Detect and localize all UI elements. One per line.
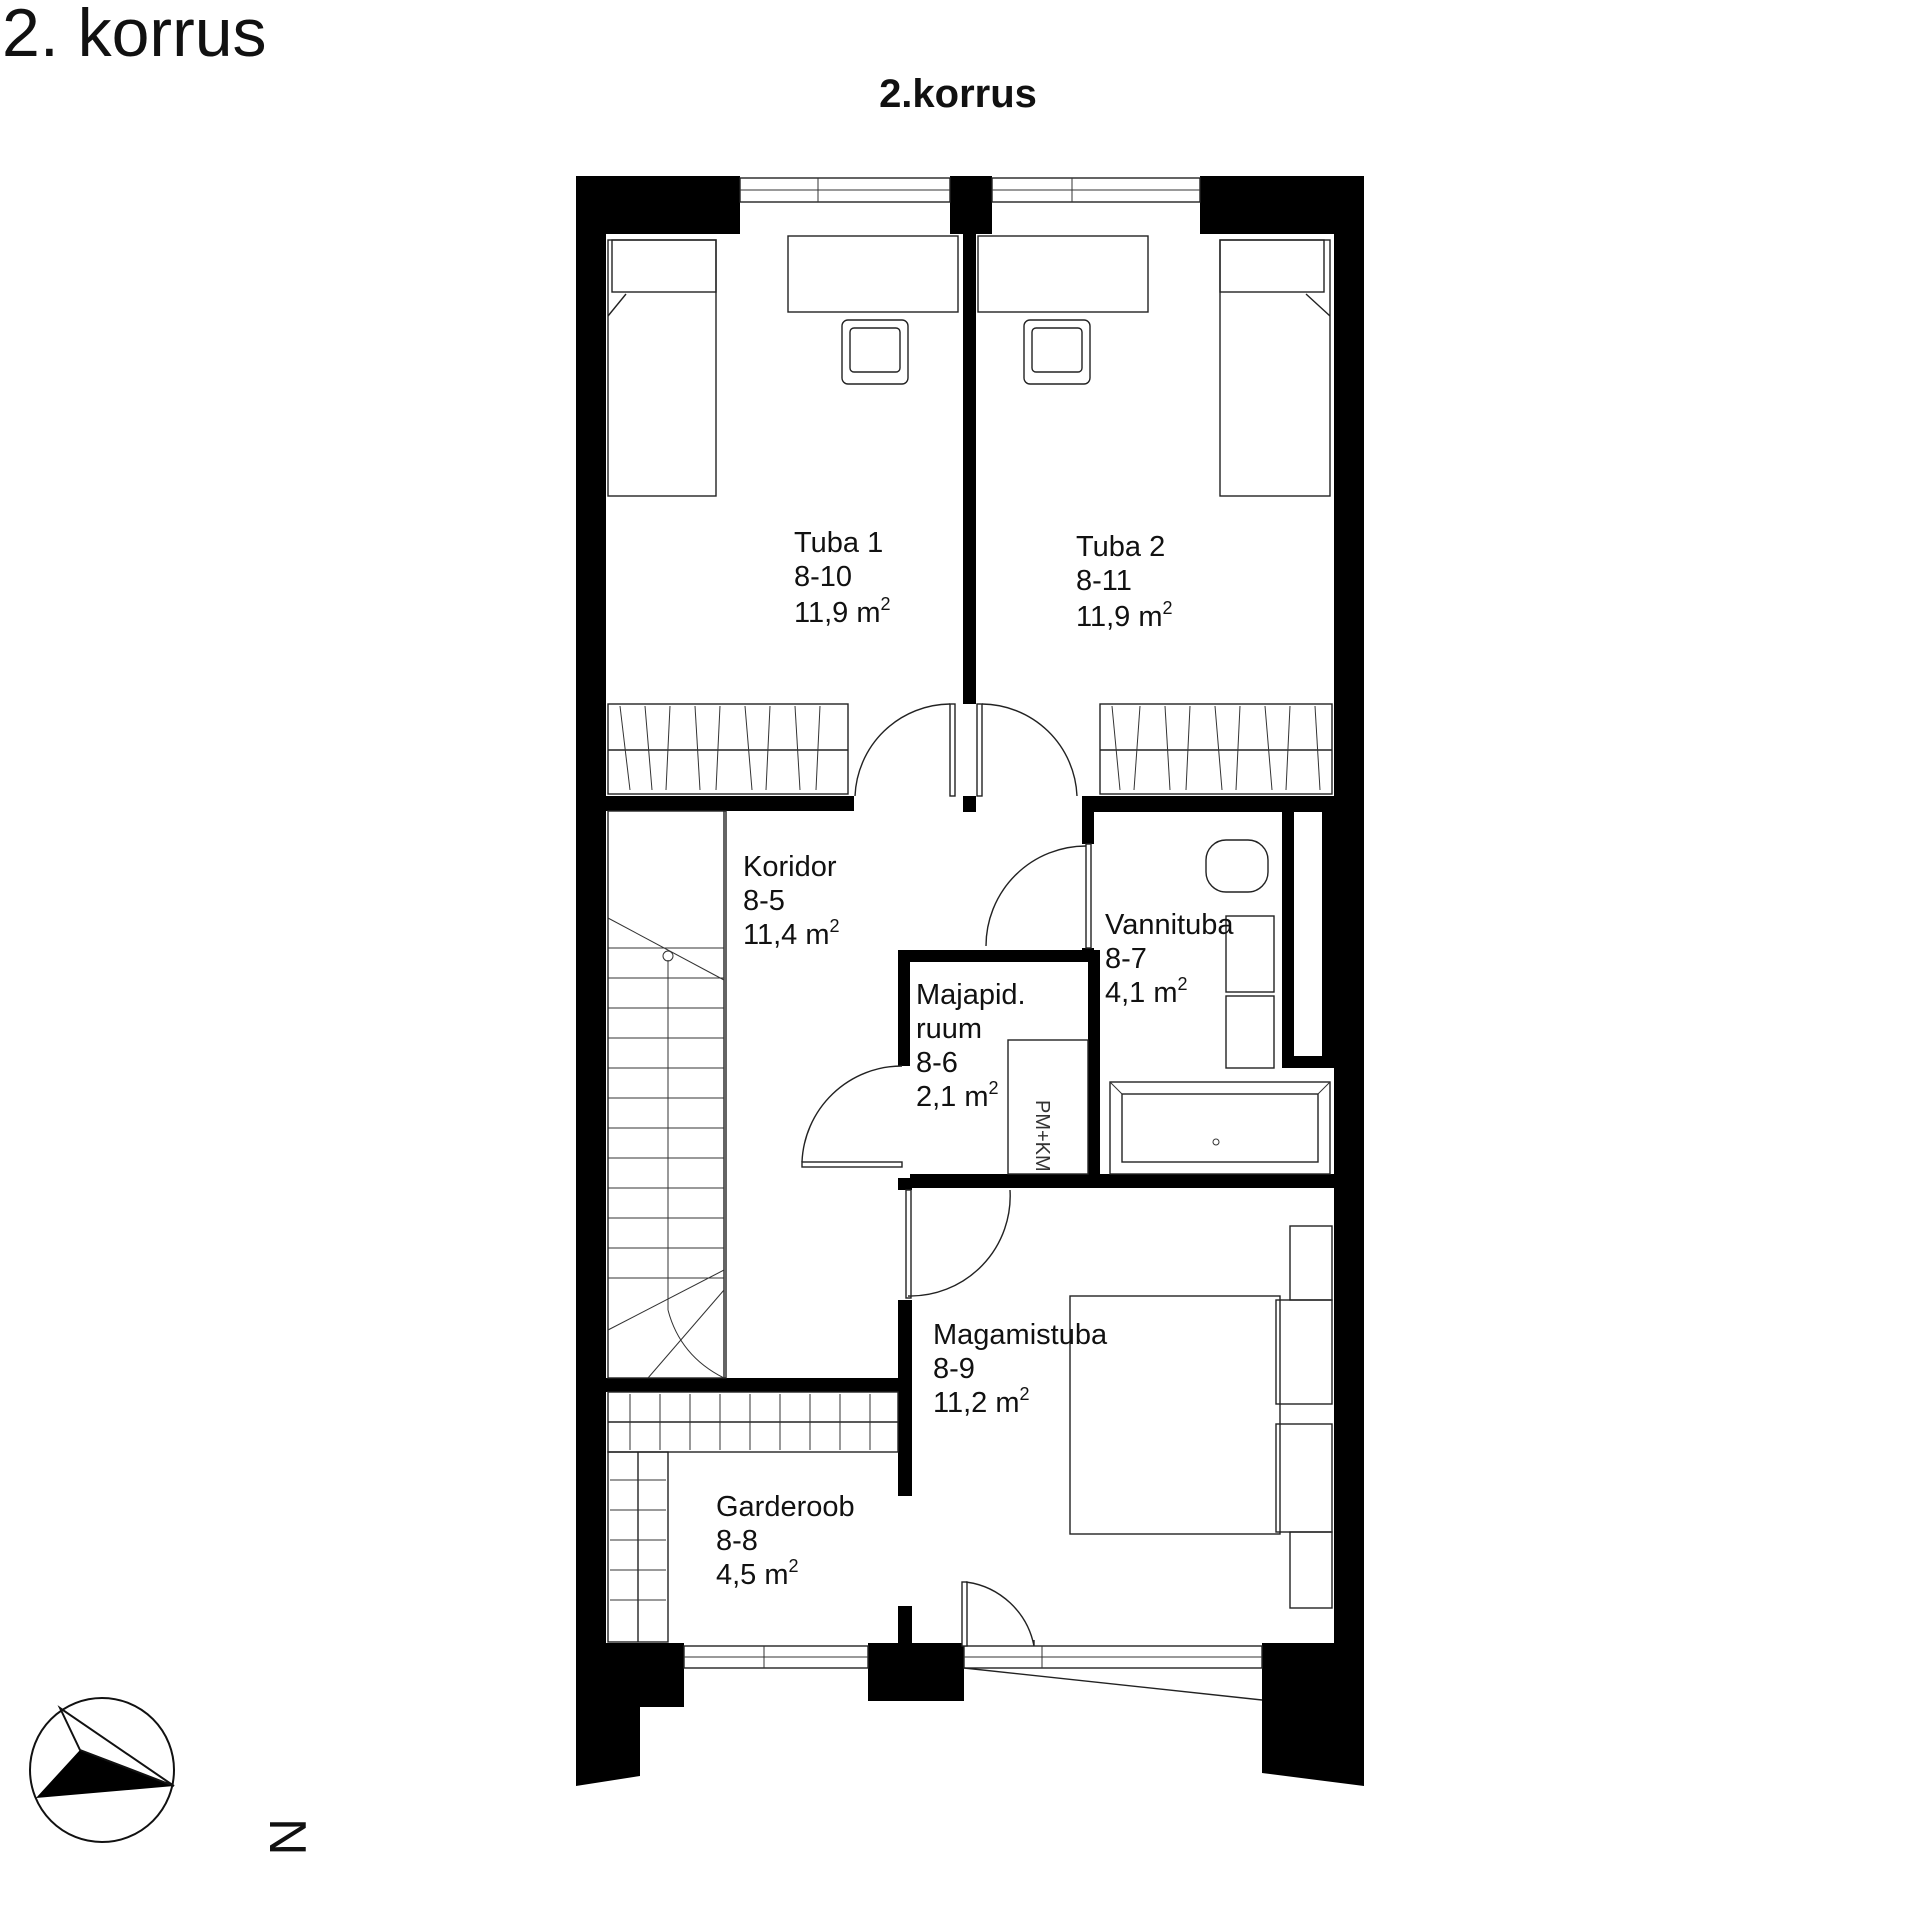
room-label-vannituba: Vannituba 8-7 4,1 m2 — [1105, 909, 1234, 1009]
svg-text:8-5: 8-5 — [743, 885, 785, 917]
svg-text:Majapid.: Majapid. — [916, 979, 1026, 1011]
svg-text:8-11: 8-11 — [1076, 565, 1132, 597]
svg-text:11,4 m2: 11,4 m2 — [743, 916, 840, 951]
room-label-magamistuba: Magamistuba 8-9 11,2 m2 — [933, 1319, 1108, 1419]
doors — [801, 703, 1092, 1647]
svg-text:8-6: 8-6 — [916, 1047, 958, 1079]
svg-text:Magamistuba: Magamistuba — [933, 1319, 1108, 1351]
north-label: N — [258, 1818, 316, 1856]
windows — [683, 177, 1263, 1701]
room-label-tuba2: Tuba 2 8-11 11,9 m2 — [1076, 531, 1173, 633]
room-label-tuba1: Tuba 1 8-10 11,9 m2 — [794, 527, 891, 629]
room-label-garderoob: Garderoob 8-8 4,5 m2 — [716, 1491, 855, 1591]
plan-title: 2.korrus — [879, 72, 1037, 116]
svg-text:2,1 m2: 2,1 m2 — [916, 1078, 999, 1113]
page-title: 2. korrus — [2, 0, 267, 71]
room-label-majapid: Majapid. ruum 8-6 2,1 m2 — [916, 979, 1026, 1113]
svg-text:4,1 m2: 4,1 m2 — [1105, 974, 1188, 1009]
svg-text:8-8: 8-8 — [716, 1525, 758, 1557]
svg-text:Tuba 2: Tuba 2 — [1076, 531, 1165, 563]
exterior-walls — [576, 176, 1364, 1786]
svg-text:Garderoob: Garderoob — [716, 1491, 855, 1523]
svg-text:8-10: 8-10 — [794, 561, 852, 593]
svg-text:4,5 m2: 4,5 m2 — [716, 1556, 799, 1591]
svg-text:11,9 m2: 11,9 m2 — [794, 594, 891, 629]
svg-text:Vannituba: Vannituba — [1105, 909, 1234, 941]
appliance-label: PM+KM — [1031, 1100, 1053, 1172]
furniture — [607, 235, 1333, 1643]
room-label-koridor: Koridor 8-5 11,4 m2 — [743, 851, 840, 951]
interior-walls — [606, 234, 1334, 1646]
svg-text:11,9 m2: 11,9 m2 — [1076, 598, 1173, 633]
svg-text:8-9: 8-9 — [933, 1353, 975, 1385]
svg-text:8-7: 8-7 — [1105, 943, 1147, 975]
svg-text:11,2 m2: 11,2 m2 — [933, 1384, 1030, 1419]
svg-text:Tuba 1: Tuba 1 — [794, 527, 883, 559]
svg-text:ruum: ruum — [916, 1013, 982, 1045]
svg-text:Koridor: Koridor — [743, 851, 837, 883]
compass-icon — [29, 1697, 175, 1843]
